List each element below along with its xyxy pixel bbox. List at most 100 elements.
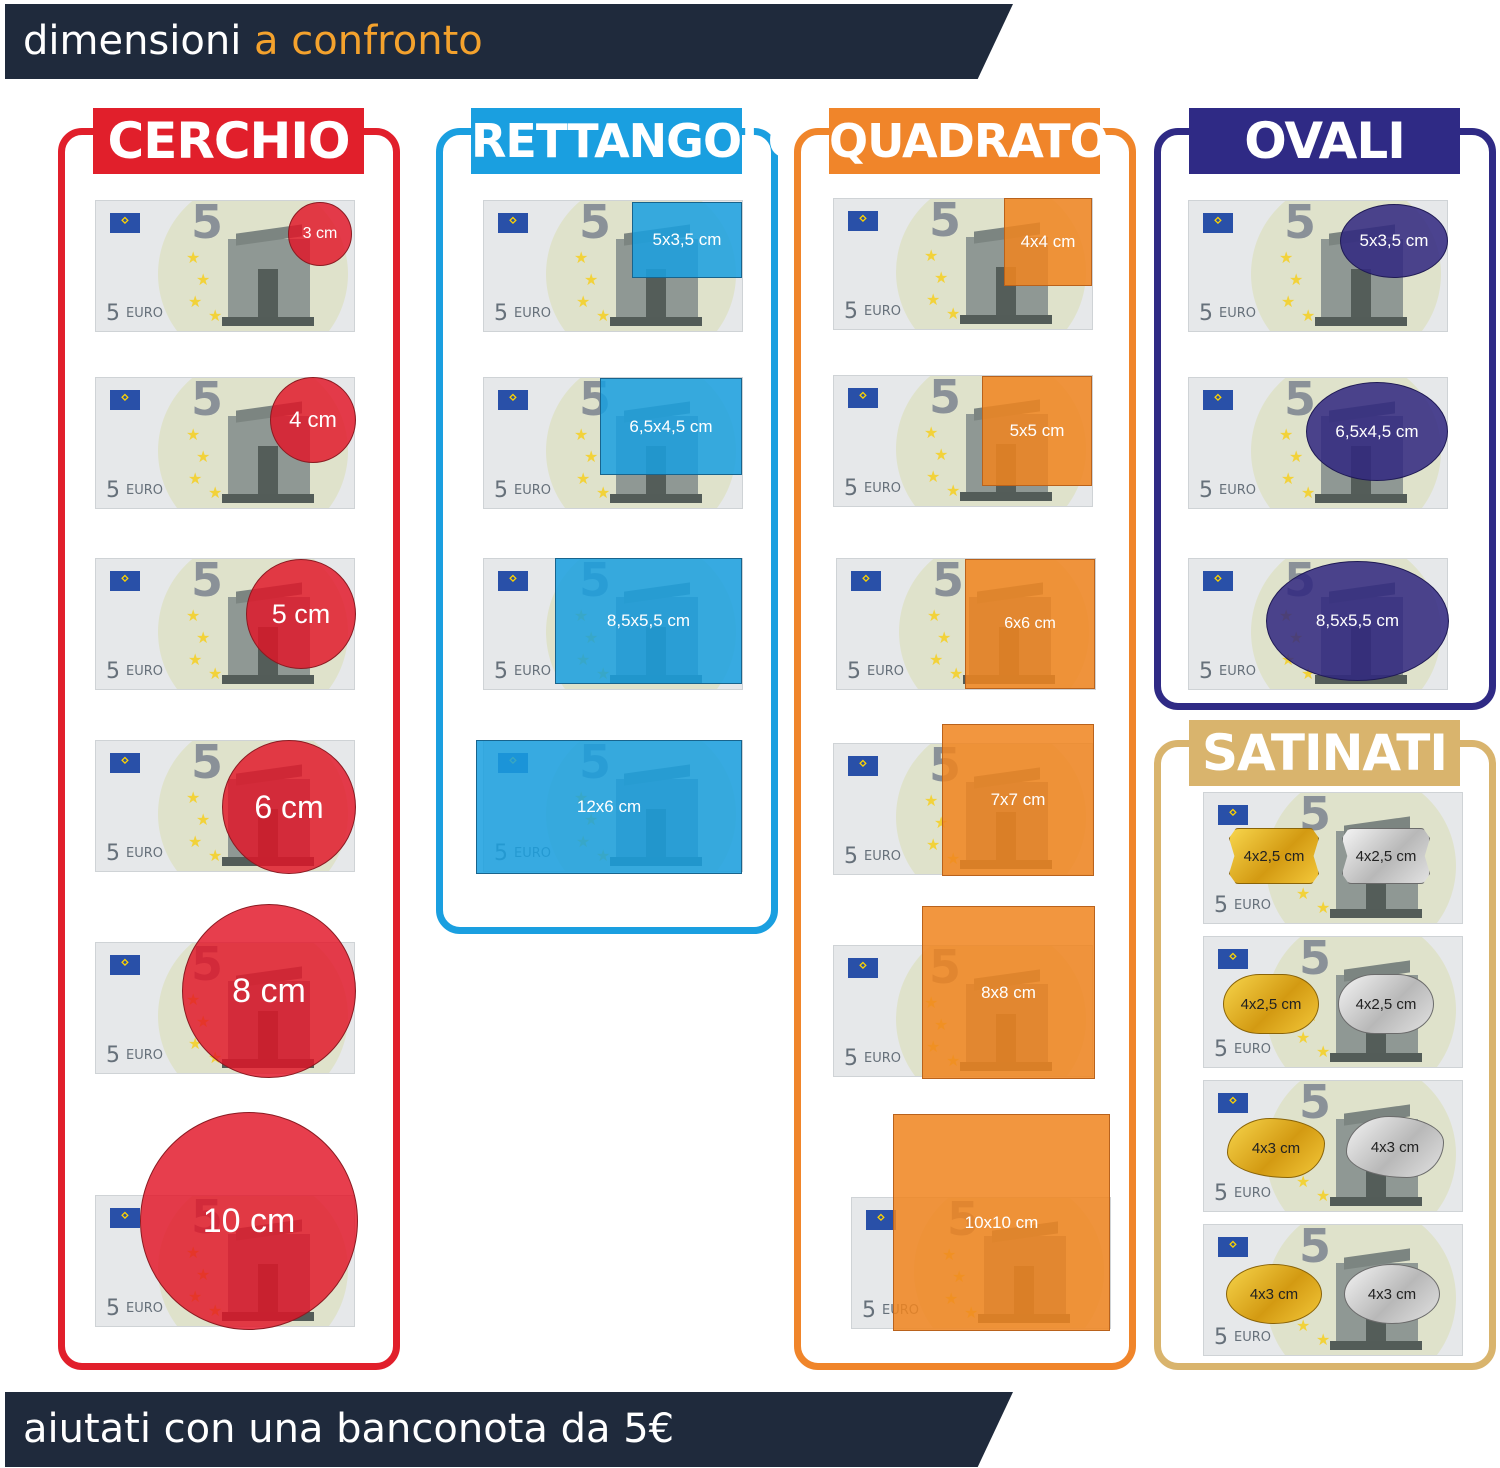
star-icon: ★ [576, 294, 591, 311]
note-label: 5 EURO [106, 1043, 163, 1068]
star-icon: ★ [208, 308, 223, 325]
star-icon: ★ [929, 652, 944, 669]
note-denomination: 5 [932, 558, 965, 607]
note-label-number: 5 [1214, 893, 1228, 918]
star-icon: ★ [1301, 485, 1316, 502]
note-label-number: 5 [106, 1296, 120, 1321]
note-label-word: EURO [1234, 898, 1271, 913]
eu-flag-icon [1203, 211, 1233, 233]
star-icon: ★ [1296, 886, 1311, 903]
note-label-word: EURO [514, 664, 551, 679]
note-denomination: 5 [191, 558, 224, 607]
building-base [222, 675, 314, 684]
star-icon: ★ [1279, 427, 1294, 444]
star-icon: ★ [926, 469, 941, 486]
building-base [960, 315, 1052, 324]
circle-size-5: 8 cm [182, 904, 356, 1078]
eu-flag-icon [110, 569, 140, 591]
oval-size-1: 5x3,5 cm [1340, 204, 1448, 278]
building-base [1330, 1341, 1422, 1350]
eu-flag-icon [498, 211, 528, 233]
note-denomination: 5 [1299, 1224, 1332, 1273]
note-denomination: 5 [191, 200, 224, 249]
eu-flag-icon [848, 956, 878, 978]
star-icon: ★ [584, 272, 599, 289]
panel-title-ovali: OVALI [1189, 108, 1460, 174]
star-icon: ★ [926, 292, 941, 309]
star-icon: ★ [1316, 1332, 1331, 1349]
building-base [1315, 317, 1407, 326]
square-size-6: 10x10 cm [893, 1114, 1110, 1331]
rectangle-size-2: 6,5x4,5 cm [600, 378, 742, 475]
star-icon: ★ [188, 294, 203, 311]
star-icon: ★ [208, 666, 223, 683]
star-icon: ★ [196, 812, 211, 829]
note-label-word: EURO [126, 1301, 163, 1316]
square-size-5: 8x8 cm [922, 906, 1095, 1079]
note-label-word: EURO [126, 664, 163, 679]
panel-title-cerchio: CERCHIO [93, 108, 364, 174]
header-banner: dimensioni a confronto [5, 4, 1013, 79]
star-icon: ★ [1296, 1030, 1311, 1047]
building-base [1330, 909, 1422, 918]
note-denomination: 5 [1284, 200, 1317, 249]
building-base [1330, 1197, 1422, 1206]
oval-size-2: 6,5x4,5 cm [1306, 382, 1448, 481]
note-label-word: EURO [126, 1048, 163, 1063]
note-label-word: EURO [514, 306, 551, 321]
eu-flag-icon [110, 211, 140, 233]
star-icon: ★ [186, 790, 201, 807]
note-label-number: 5 [106, 478, 120, 503]
star-icon: ★ [924, 248, 939, 265]
building-base [610, 317, 702, 326]
star-icon: ★ [1281, 471, 1296, 488]
eu-flag-icon [848, 209, 878, 231]
note-label-number: 5 [1214, 1181, 1228, 1206]
note-denomination: 5 [1299, 1080, 1332, 1129]
circle-size-2: 4 cm [270, 377, 356, 463]
note-label-number: 5 [847, 659, 861, 684]
star-icon: ★ [1316, 1188, 1331, 1205]
header-title-accent: a confronto [254, 18, 483, 64]
building-icon [228, 239, 310, 321]
satin-gold-label-1: 4x2,5 cm [1229, 828, 1319, 884]
building-base [610, 494, 702, 503]
eu-flag-icon [848, 386, 878, 408]
note-label-word: EURO [126, 306, 163, 321]
eu-flag-icon [848, 754, 878, 776]
building-base [222, 317, 314, 326]
star-icon: ★ [934, 270, 949, 287]
note-label-number: 5 [106, 301, 120, 326]
note-label: 5 EURO [1214, 893, 1271, 918]
rectangle-size-4: 12x6 cm [476, 740, 742, 874]
star-icon: ★ [574, 427, 589, 444]
footer-text: aiutati con una banconota da 5€ [23, 1406, 675, 1452]
eu-flag-icon [1218, 1235, 1248, 1257]
note-label-number: 5 [844, 476, 858, 501]
note-label-number: 5 [844, 1046, 858, 1071]
note-label-word: EURO [1219, 306, 1256, 321]
building-base [960, 492, 1052, 501]
eu-flag-icon [110, 1206, 140, 1228]
rectangle-size-3: 8,5x5,5 cm [555, 558, 742, 684]
satin-gold-label-4: 4x3 cm [1226, 1264, 1322, 1324]
note-label-number: 5 [494, 301, 508, 326]
eu-flag-icon [1203, 388, 1233, 410]
note-label-word: EURO [1234, 1042, 1271, 1057]
note-label: 5 EURO [494, 301, 551, 326]
note-label-number: 5 [106, 1043, 120, 1068]
note-label-number: 5 [862, 1298, 876, 1323]
star-icon: ★ [188, 652, 203, 669]
star-icon: ★ [576, 471, 591, 488]
